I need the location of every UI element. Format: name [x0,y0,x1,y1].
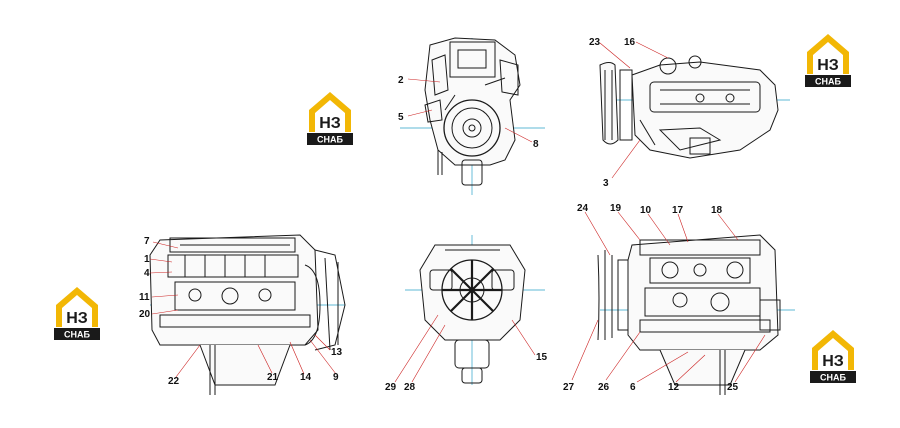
callout-8: 8 [533,139,539,150]
logo-letters: НЗ [66,310,88,327]
nz-snab-logo: НЗ СНАБ [305,88,355,148]
callout-5: 5 [398,112,404,123]
callout-12: 12 [668,382,680,393]
callout-3: 3 [603,178,609,189]
callout-18: 18 [711,205,723,216]
engine-right-side-view [597,234,795,395]
callout-26: 26 [598,382,610,393]
callout-19: 19 [610,203,622,214]
callout-6: 6 [630,382,636,393]
callout-4: 4 [144,268,150,279]
callout-2: 2 [398,75,404,86]
callout-15: 15 [536,352,548,363]
callout-24: 24 [577,203,589,214]
callout-20: 20 [139,309,151,320]
nz-snab-logo: НЗ СНАБ [803,30,853,90]
callout-25: 25 [727,382,739,393]
callout-22: 22 [168,376,180,387]
logo-letters: НЗ [319,115,341,132]
nz-snab-logo: НЗ СНАБ [808,326,858,386]
engine-front-view [400,37,545,195]
logo-caption: СНАБ [820,373,846,383]
logo-letters: НЗ [817,57,839,74]
callout-23: 23 [589,37,601,48]
engine-left-side-view [149,234,346,395]
logo-letters: НЗ [822,353,844,370]
callout-10: 10 [640,205,652,216]
callout-17: 17 [672,205,684,216]
logo-caption: СНАБ [317,135,343,145]
callout-9: 9 [333,372,339,383]
callout-16: 16 [624,37,636,48]
callout-1: 1 [144,254,150,265]
callout-11: 11 [139,292,150,303]
callout-28: 28 [404,382,416,393]
logo-caption: СНАБ [64,330,90,340]
nz-snab-logo: НЗ СНАБ [52,283,102,343]
engine-top-view [599,55,790,159]
callout-14: 14 [300,372,312,383]
callout-leader-lines [149,41,766,383]
logo-caption: СНАБ [815,77,841,87]
callout-21: 21 [267,372,279,383]
callout-7: 7 [144,236,150,247]
callout-27: 27 [563,382,575,393]
engine-rear-view [405,235,545,385]
callout-29: 29 [385,382,397,393]
callout-13: 13 [331,347,343,358]
